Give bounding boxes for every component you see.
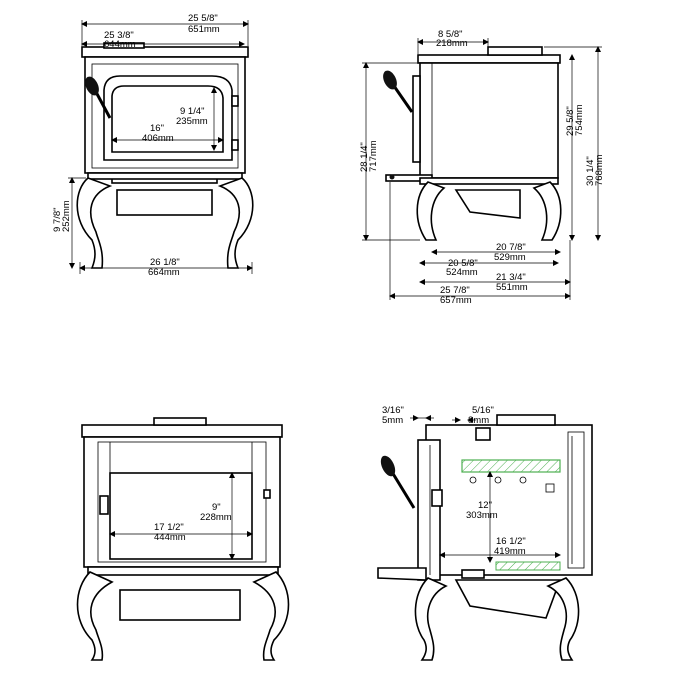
section-inner-height-mm: 303mm [466, 510, 498, 521]
side-flue-offset-mm: 218mm [436, 38, 468, 49]
side-door-edge [412, 75, 421, 163]
front-overall-width-mm: 651mm [188, 24, 220, 35]
section-door-handle [390, 471, 416, 509]
front-door-glass [111, 85, 224, 153]
section-inner-height-in: 12" [478, 500, 492, 511]
front-floor-height-mm: 252mm [61, 200, 72, 232]
side-depth-b-in: 20 5/8" [448, 258, 478, 269]
front-door-width-in: 16" [150, 123, 164, 134]
side-depth-a-mm: 529mm [494, 252, 526, 263]
side-depth-total-mm: 657mm [440, 295, 472, 306]
section-inner-depth-mm: 419mm [494, 546, 526, 557]
front-door-height-mm: 235mm [176, 116, 208, 127]
front-leg-width-mm: 664mm [148, 267, 180, 278]
front-handle-knob [85, 76, 99, 96]
open-leg-left [76, 571, 114, 661]
side-top-plate [417, 54, 561, 64]
open-top-plate [81, 424, 283, 438]
open-firebox-width-mm: 444mm [154, 532, 186, 543]
front-leg-right [217, 177, 254, 269]
open-firebox [109, 472, 253, 560]
side-leg-rear [532, 181, 562, 241]
front-top-width-in: 25 3/8" [104, 30, 134, 41]
section-door [417, 439, 441, 581]
section-handle-knob [380, 455, 396, 477]
front-top-width-mm: 644mm [104, 39, 136, 50]
side-depth-c-mm: 551mm [496, 282, 528, 293]
open-ash-pan [119, 589, 241, 621]
side-door-handle [392, 85, 414, 113]
section-firebrick-bottom [495, 561, 561, 571]
front-door-height-in: 9 1/4" [180, 106, 205, 117]
front-leg-width-in: 26 1/8" [150, 257, 180, 268]
side-handle-knob [383, 70, 397, 90]
open-firebox-width-in: 17 1/2" [154, 522, 184, 533]
side-height-top-in: 29 5/8" [565, 106, 576, 136]
side-flue-collar [487, 46, 543, 56]
front-door-handle [94, 91, 112, 119]
open-firebox-height-mm: 228mm [200, 512, 232, 523]
section-ash-lip [377, 567, 427, 581]
side-height-front-in: 28 1/4" [359, 142, 370, 172]
front-floor-height-in: 9 7/8" [52, 207, 63, 232]
side-depth-total-in: 25 7/8" [440, 285, 470, 296]
side-flue-offset-in: 8 5/8" [438, 29, 463, 40]
front-view: 25 5/8" 651mm 25 3/8" 644mm 9 1/4" 235mm… [52, 13, 254, 278]
side-body [419, 62, 559, 179]
section-wall-a-mm: 5mm [382, 415, 403, 426]
front-door-width-mm: 406mm [142, 133, 174, 144]
side-height-total-in: 30 1/4" [585, 156, 596, 186]
section-view: 3/16" 5mm 5/16" 8mm 12" 303mm 16 1/2" 41… [377, 405, 593, 661]
front-ash-pan [116, 189, 213, 216]
front-open-view: 9" 228mm 17 1/2" 444mm [76, 417, 290, 661]
side-height-top-mm: 754mm [574, 104, 585, 136]
side-height-front-mm: 717mm [368, 140, 379, 172]
side-depth-b-mm: 524mm [446, 267, 478, 278]
section-wall-b-mm: 8mm [468, 415, 489, 426]
side-depth-a-in: 20 7/8" [496, 242, 526, 253]
open-leg-right [252, 571, 290, 661]
side-view: 8 5/8" 218mm 29 5/8" 754mm 30 1/4" 768mm… [359, 29, 605, 306]
side-ash-pan [454, 189, 521, 219]
section-ash-pan [454, 579, 562, 619]
section-wall-b-in: 5/16" [472, 405, 494, 416]
section-leg-front [414, 577, 448, 661]
section-wall-a-in: 3/16" [382, 405, 404, 416]
section-leg-rear [546, 577, 580, 661]
side-leg-front [416, 181, 446, 241]
front-overall-width-in: 25 5/8" [188, 13, 218, 24]
section-inner-depth-in: 16 1/2" [496, 536, 526, 547]
section-body [425, 424, 593, 576]
side-height-total-mm: 768mm [594, 154, 605, 186]
open-firebox-height-in: 9" [212, 502, 221, 513]
side-depth-c-in: 21 3/4" [496, 272, 526, 283]
open-body [83, 436, 281, 568]
front-door [103, 75, 233, 161]
front-leg-left [76, 177, 113, 269]
